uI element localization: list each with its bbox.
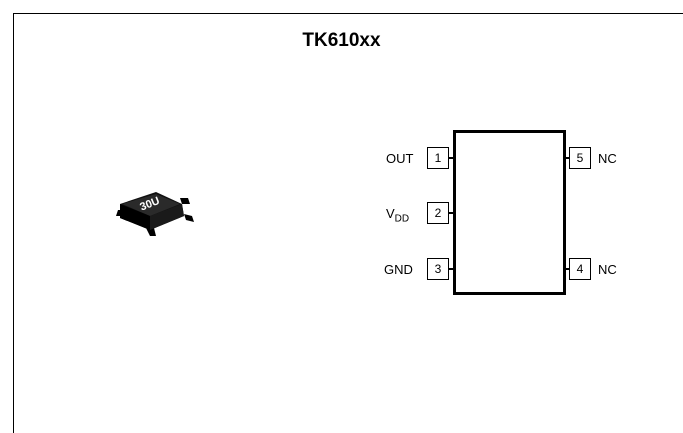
package-illustration: 30U	[116, 192, 194, 236]
pin-2-label: VDD	[386, 206, 409, 225]
pin-2-label-main: V	[386, 206, 395, 221]
pin-3-box: 3	[427, 258, 449, 280]
pin-1-label: OUT	[386, 151, 414, 166]
pin-1-number: 1	[434, 151, 442, 165]
pin-3-number: 3	[434, 262, 442, 276]
pin-4-number: 4	[576, 262, 584, 276]
pin-2-lead	[449, 212, 454, 214]
pin-4-box: 4	[569, 258, 591, 280]
pin-3-lead	[449, 268, 454, 270]
diagram-title: TK610xx	[302, 30, 381, 51]
pin-1-box: 1	[427, 147, 449, 169]
pin-4-lead	[565, 268, 570, 270]
pin-1-lead	[449, 157, 454, 159]
pin-3-label: GND	[384, 262, 413, 277]
pin-2-box: 2	[427, 202, 449, 224]
ic-body	[453, 130, 566, 295]
pin-5-box: 5	[569, 147, 591, 169]
pin-5-number: 5	[576, 151, 584, 165]
pin-2-number: 2	[434, 206, 442, 220]
pin-5-lead	[565, 157, 570, 159]
pin-5-label: NC	[598, 151, 617, 166]
figure-frame	[13, 13, 683, 433]
pin-2-label-sub: DD	[394, 213, 410, 225]
pin-4-label: NC	[598, 262, 617, 277]
